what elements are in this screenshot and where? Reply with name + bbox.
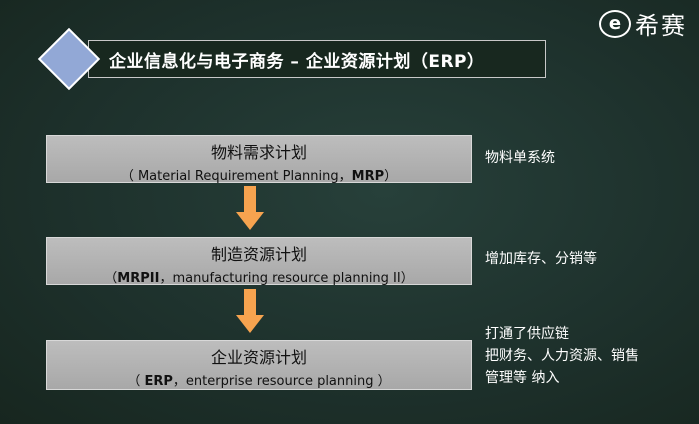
stage-note-mrpii: 增加库存、分销等 — [485, 251, 597, 267]
stage-note-mrp: 物料单系统 — [485, 150, 555, 166]
logo: e 希赛 — [599, 6, 687, 41]
slide-title: 企业信息化与电子商务 – 企业资源计划（ERP） — [109, 51, 485, 72]
logo-text: 希赛 — [635, 12, 687, 40]
down-arrow-icon — [236, 289, 264, 333]
stage-desc: （ ERP，enterprise resource planning ） — [127, 374, 391, 389]
logo-mark-icon: e — [599, 9, 631, 38]
stage-box-erp: 企业资源计划 （ ERP，enterprise resource plannin… — [46, 340, 472, 390]
stage-box-mrp: 物料需求计划 （ Material Requirement Planning，M… — [46, 135, 472, 184]
stage-name: 企业资源计划 — [210, 348, 307, 367]
stage-box-mrpii: 制造资源计划 （MRPII，manufacturing resource pla… — [46, 237, 472, 286]
stage-note-erp: 打通了供应链 把财务、人力资源、销售 管理等 纳入 — [485, 326, 639, 386]
stage-desc: （ Material Requirement Planning，MRP） — [120, 169, 398, 184]
slide-title-bar: 企业信息化与电子商务 – 企业资源计划（ERP） — [88, 40, 546, 78]
stage-desc: （MRPII，manufacturing resource planning I… — [104, 271, 414, 286]
stage-name: 物料需求计划 — [210, 143, 307, 162]
down-arrow-icon — [236, 186, 264, 230]
stage-name: 制造资源计划 — [210, 245, 307, 264]
